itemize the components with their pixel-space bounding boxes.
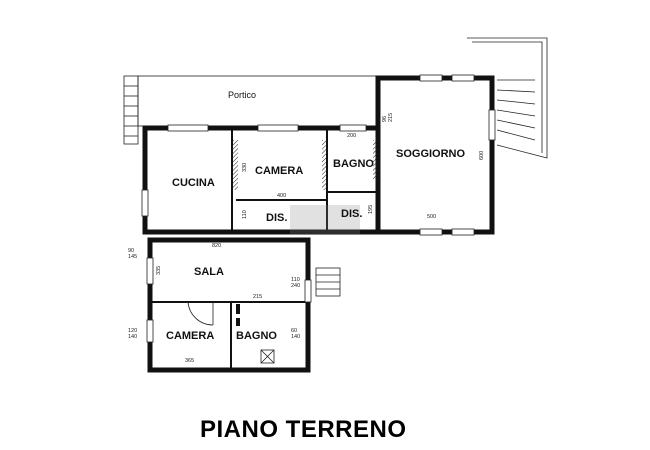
room-cucina: CUCINA <box>172 177 215 189</box>
dim-sala-height: 335 <box>156 266 162 275</box>
exterior-staircase-right <box>467 37 548 159</box>
watermark-logo <box>290 205 360 235</box>
hatched-pillars <box>233 140 378 190</box>
dim-soggiorno-width: 500 <box>427 214 436 220</box>
page-title: PIANO TERRENO <box>200 416 407 443</box>
dim-soggiorno-height: 600 <box>479 151 485 160</box>
dim-bagno-top-width: 200 <box>347 133 356 139</box>
room-dis-2: DIS. <box>341 208 362 220</box>
lower-block-walls <box>147 237 311 373</box>
dim-camera-bottom-width: 365 <box>185 358 194 364</box>
room-camera-bottom: CAMERA <box>166 330 214 342</box>
room-portico: Portico <box>228 90 256 100</box>
portico-area <box>137 75 377 127</box>
dim-camera-top-height: 330 <box>242 163 248 172</box>
portico-steps <box>123 75 139 145</box>
dim-soggiorno-left: 96215 <box>382 113 394 122</box>
room-dis-1: DIS. <box>266 212 287 224</box>
dim-bagno-bottom-width: 215 <box>253 294 262 300</box>
room-soggiorno: SOGGIORNO <box>396 148 466 160</box>
small-steps <box>315 267 341 297</box>
dim-dis1-height: 110 <box>242 210 248 219</box>
dim-sala-width: 820 <box>212 243 221 249</box>
room-bagno-bottom: BAGNO <box>236 330 277 342</box>
room-bagno-top: BAGNO <box>333 158 374 170</box>
dim-dis2-height: 195 <box>368 205 374 214</box>
dim-camera-top-width: 400 <box>277 193 286 199</box>
shower-box <box>260 349 275 364</box>
room-sala: SALA <box>194 266 224 278</box>
room-camera-top: CAMERA <box>255 165 303 177</box>
